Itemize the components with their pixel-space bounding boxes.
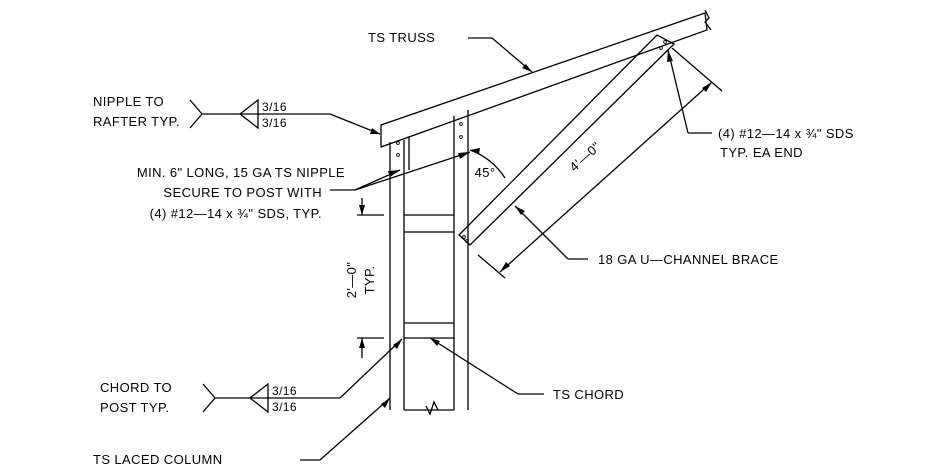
angle-mark <box>469 148 506 179</box>
ts-laced-column-leader <box>300 397 391 461</box>
rafter-weld-symbol <box>189 98 381 135</box>
angle-label: 45° <box>475 165 496 180</box>
nipple-note-line-3: (4) #12—14 x ¾" SDS, TYP. <box>150 206 322 221</box>
rafter-weld-size-top: 3/16 <box>262 100 287 114</box>
nipple-to-rafter-line-1: NIPPLE TO <box>93 94 164 109</box>
post-weld-size-top: 3/16 <box>272 384 297 398</box>
chord-to-post-line-1: CHORD TO <box>100 380 172 395</box>
ts-truss-member <box>380 9 712 148</box>
ts-laced-column-label: TS LACED COLUMN <box>93 452 223 467</box>
spacing-dimension <box>357 198 384 358</box>
nipple-note-line-2: SECURE TO POST WITH <box>163 185 322 200</box>
ts-truss-label: TS TRUSS <box>368 30 435 45</box>
rafter-weld-size-bottom: 3/16 <box>262 116 287 130</box>
chord-to-post-line-2: POST TYP. <box>100 400 169 415</box>
screw-note-line-1: (4) #12—14 x ¾" SDS <box>718 126 854 141</box>
brace-length-dimension <box>477 47 723 279</box>
brace-leader <box>514 205 588 260</box>
ts-laced-column <box>389 110 469 416</box>
ts-nipple <box>389 137 410 170</box>
nipple-note-line-1: MIN. 6" LONG, 15 GA TS NIPPLE <box>137 165 345 180</box>
nipple-note-leaders <box>330 151 471 191</box>
post-weld-symbol <box>202 338 403 414</box>
u-channel-brace <box>458 34 676 246</box>
ts-chord-label: TS CHORD <box>553 387 624 402</box>
screw-note-line-2: TYP. EA END <box>720 145 803 160</box>
screw-note-leader <box>667 49 712 134</box>
ts-truss-leader <box>468 37 533 73</box>
spacing-typ-label: TYP. <box>362 266 377 295</box>
post-weld-size-bottom: 3/16 <box>272 400 297 414</box>
ts-chord-leader <box>429 337 544 395</box>
spacing-label: 2'—0" <box>344 262 359 299</box>
brace-label: 18 GA U—CHANNEL BRACE <box>598 252 779 267</box>
nipple-to-rafter-line-2: RAFTER TYP. <box>93 114 180 129</box>
